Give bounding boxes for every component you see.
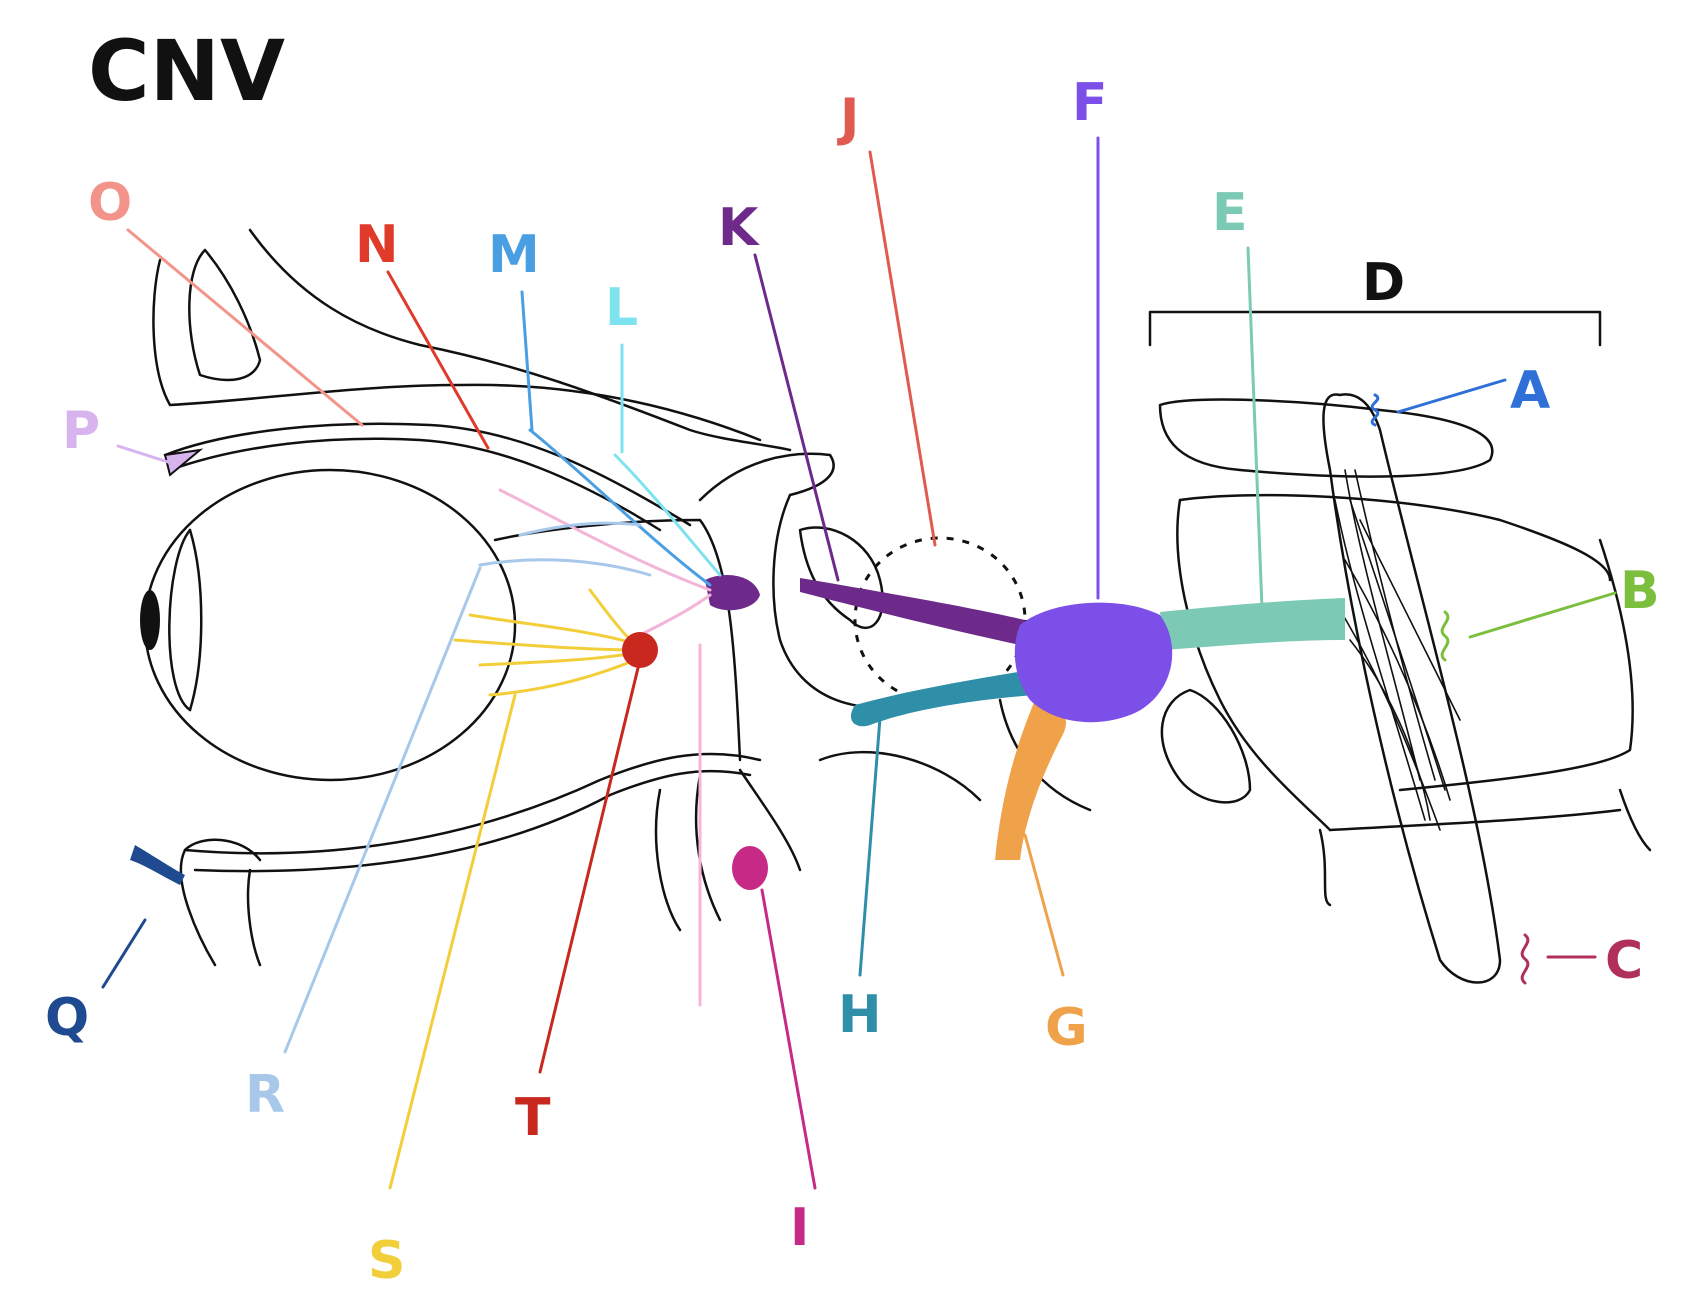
nerve-structures	[130, 310, 1602, 985]
label-d: D	[1362, 253, 1405, 313]
label-i: I	[790, 1198, 809, 1258]
diagram-title: CNV	[88, 22, 285, 120]
label-p: P	[62, 401, 100, 461]
label-l: L	[605, 278, 638, 338]
label-o: O	[88, 173, 132, 233]
label-j: J	[837, 88, 859, 148]
ophthalmic-division	[800, 578, 1025, 645]
label-c: C	[1605, 931, 1643, 991]
maxillary-division	[850, 670, 1035, 727]
label-q: Q	[45, 988, 89, 1048]
label-b: B	[1620, 561, 1660, 621]
label-f: F	[1072, 73, 1108, 133]
label-h: H	[838, 985, 882, 1045]
ciliary-ganglion	[622, 632, 658, 668]
sensory-root	[1160, 598, 1345, 650]
pterygopalatine-ganglion	[732, 846, 768, 890]
orbit-junction	[705, 575, 760, 611]
label-e: E	[1212, 183, 1248, 243]
label-m: M	[488, 225, 540, 285]
leader-lines	[101, 136, 1617, 1190]
label-t: T	[515, 1088, 551, 1148]
labels: A B C D E F G H I J K L M N O P Q R S T	[45, 73, 1660, 1291]
pupil-icon	[140, 590, 160, 650]
label-a: A	[1510, 361, 1550, 421]
label-n: N	[355, 215, 399, 275]
infraorbital-structure	[130, 845, 185, 885]
label-s: S	[368, 1231, 405, 1291]
supraorbital-structure	[163, 448, 204, 477]
label-r: R	[245, 1065, 285, 1125]
trigeminal-ganglion	[1014, 602, 1173, 723]
mandibular-division	[995, 700, 1066, 860]
label-g: G	[1045, 998, 1088, 1058]
label-k: K	[718, 198, 760, 258]
nucleus-fibres	[1334, 469, 1461, 831]
